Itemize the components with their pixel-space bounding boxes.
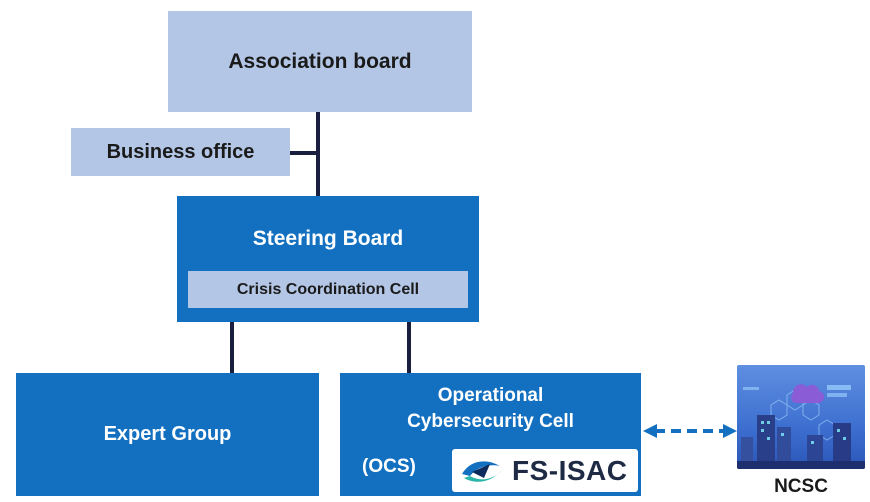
connector-steering-to-expert: [230, 322, 234, 373]
crisis-coordination-cell-box: Crisis Coordination Cell: [188, 271, 468, 308]
ocs-title-line1: Operational: [437, 385, 544, 406]
connector-steering-to-ocs: [407, 322, 411, 373]
ocs-title-line2: Cybersecurity Cell: [407, 411, 574, 432]
ncsc-label: NCSC: [774, 476, 828, 497]
association-board-box: Association board: [168, 11, 472, 112]
ncsc-image: [737, 365, 865, 469]
ocs-abbreviation: (OCS): [362, 456, 416, 477]
business-office-box: Business office: [71, 128, 290, 176]
steering-board-box: Steering Board Crisis Coordination Cell: [177, 196, 479, 322]
fs-isac-logo-text: FS-ISAC: [512, 454, 628, 486]
fs-isac-logo: FS-ISAC: [452, 449, 638, 492]
dashed-double-arrow: [643, 424, 737, 438]
connector-association-to-steering: [316, 112, 320, 196]
ocs-title: Operational Cybersecurity Cell: [340, 383, 641, 435]
expert-group-box: Expert Group: [16, 373, 319, 496]
expert-group-label: Expert Group: [103, 423, 232, 445]
business-office-label: Business office: [106, 140, 255, 163]
connector-business-office: [290, 151, 318, 155]
association-board-label: Association board: [228, 49, 412, 73]
crisis-coordination-cell-label: Crisis Coordination Cell: [236, 280, 420, 298]
steering-board-label: Steering Board: [252, 227, 404, 250]
operational-cybersecurity-cell-box: Operational Cybersecurity Cell (OCS) FS-…: [340, 373, 641, 496]
fs-isac-logo-icon: [462, 460, 502, 482]
